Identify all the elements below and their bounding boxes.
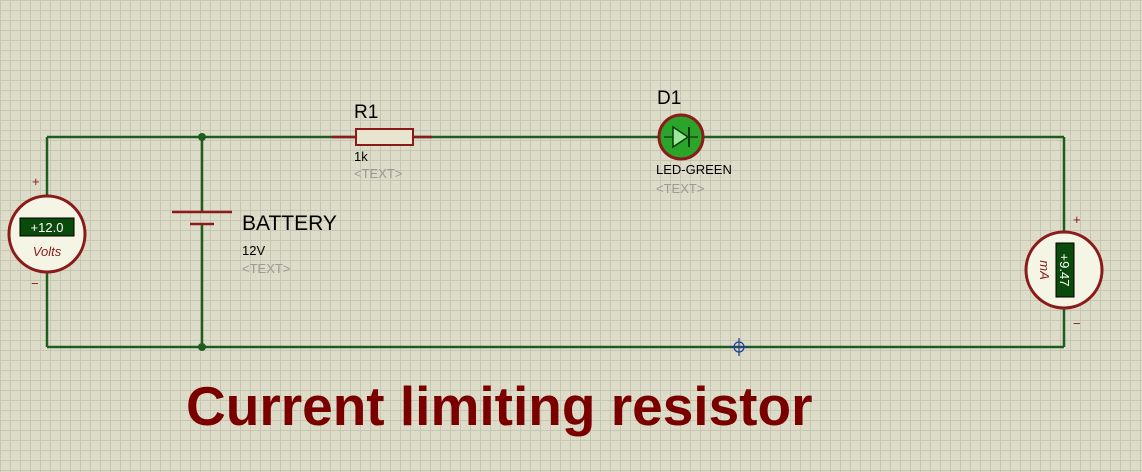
voltmeter-unit: Volts: [33, 244, 62, 259]
wires: [45, 135, 1066, 349]
voltmeter[interactable]: +12.0 Volts: [7, 194, 87, 274]
battery-text-label: <TEXT>: [242, 261, 291, 276]
ammeter-minus: −: [1073, 316, 1081, 331]
battery-ref-label: BATTERY: [242, 212, 337, 235]
ammeter-display: [1055, 242, 1075, 298]
voltmeter-minus: −: [31, 276, 39, 291]
ammeter-unit: mA: [1037, 260, 1052, 280]
led-text-label: <TEXT>: [656, 181, 705, 196]
resistor-ref-label: R1: [354, 102, 379, 123]
voltmeter-plus: +: [32, 174, 40, 189]
led-symbol[interactable]: [657, 113, 705, 161]
led-value-label: LED-GREEN: [656, 162, 732, 177]
resistor-value-label: 1k: [354, 149, 368, 164]
ammeter[interactable]: +9.47 mA: [1024, 230, 1104, 310]
schematic-title: Current limiting resistor: [186, 375, 813, 437]
voltmeter-display: [19, 217, 75, 237]
ammeter-plus: +: [1073, 212, 1081, 227]
resistor-symbol[interactable]: [332, 128, 432, 146]
junction-top: [198, 133, 206, 141]
resistor-text-label: <TEXT>: [354, 166, 403, 181]
battery-value-label: 12V: [242, 243, 266, 258]
battery-symbol[interactable]: [172, 210, 232, 226]
junction-bottom: [198, 343, 206, 351]
led-ref-label: D1: [657, 88, 682, 109]
cursor-crosshair-icon: [730, 338, 748, 356]
voltmeter-reading: +12.0: [31, 220, 64, 235]
ammeter-reading: +9.47: [1057, 254, 1072, 287]
